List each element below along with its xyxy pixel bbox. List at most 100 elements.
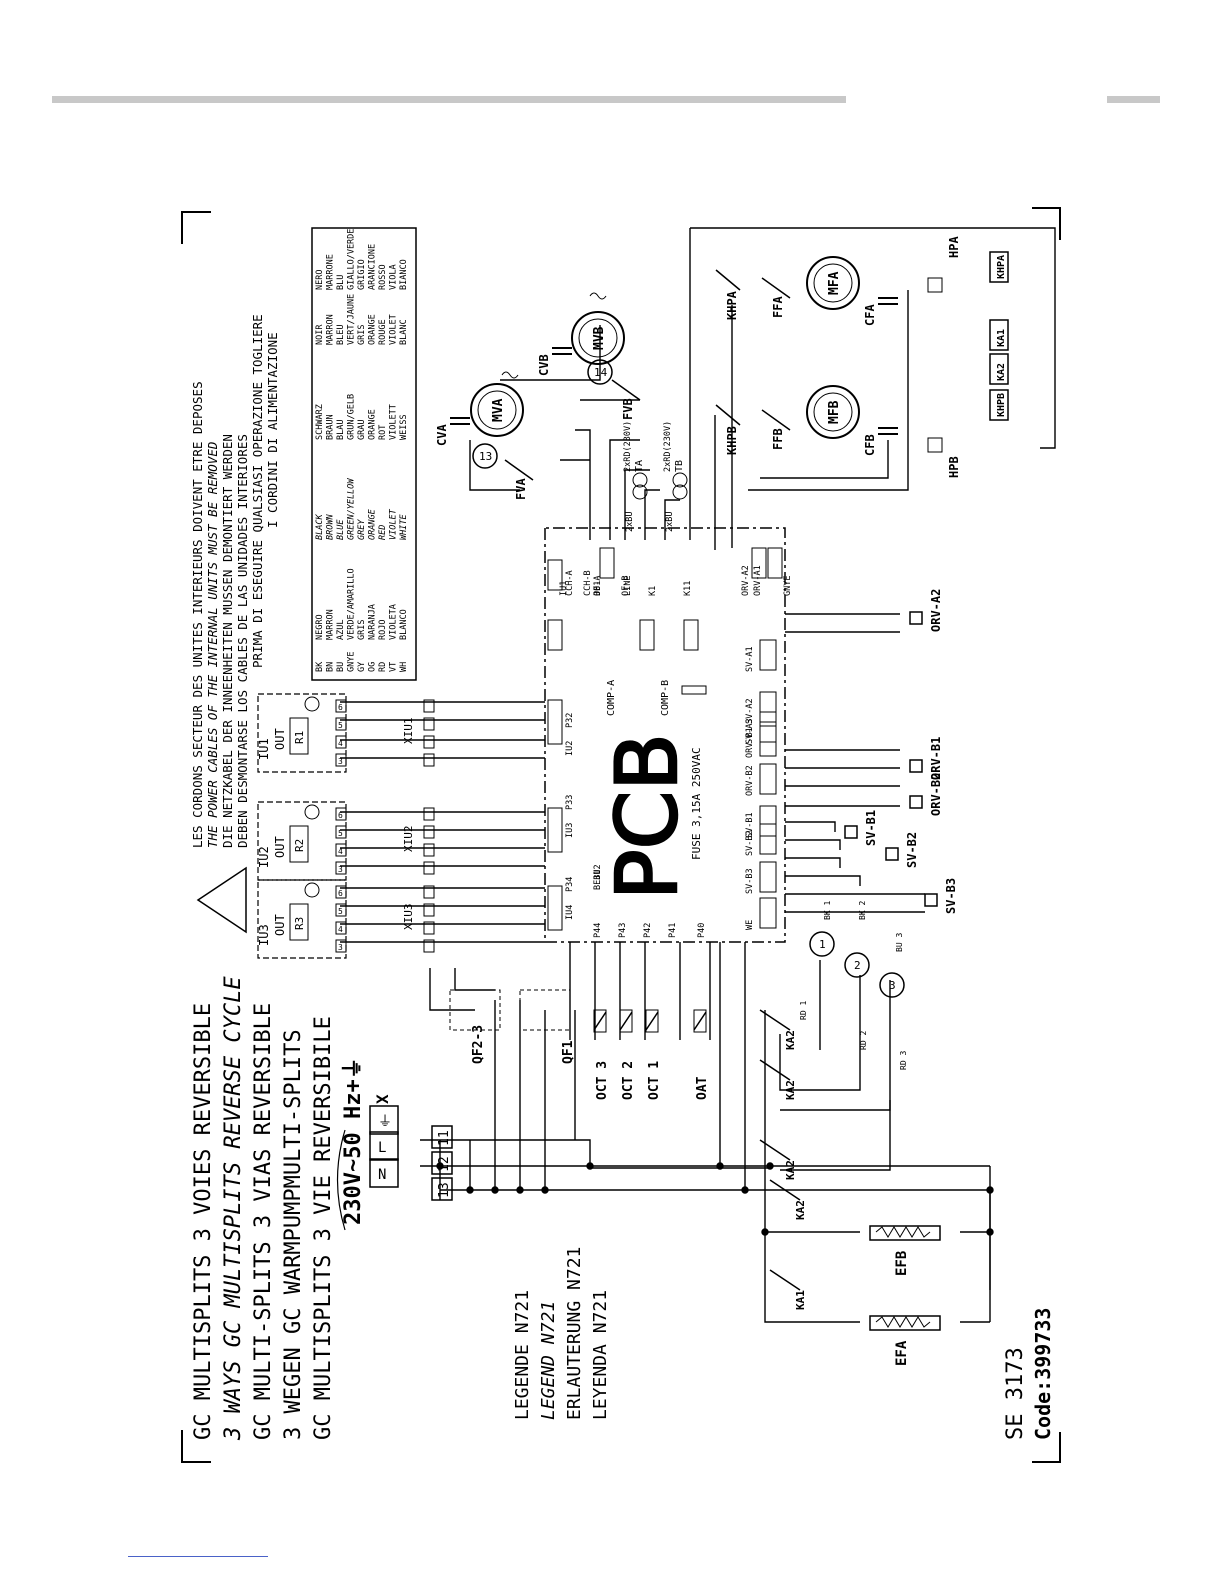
comp-a-label: COMP-A [606, 680, 617, 716]
wire-57 [779, 975, 861, 1091]
indoor-terminal-num-3-0: 6 [338, 889, 343, 898]
resistor-2 [289, 825, 309, 863]
color-table-english-1: BROWN [326, 514, 336, 540]
numbered-circle-1 [844, 952, 870, 978]
numbered-circle-0 [809, 931, 835, 957]
color-table-spanish-0: NEGRO [315, 614, 325, 640]
breaker-box-1 [519, 989, 571, 1031]
indoor-unit-label-2: IU2 [257, 846, 271, 868]
wire-10 [454, 968, 495, 991]
probe-label-2: OCT 1 [647, 1061, 662, 1100]
flow-switch-contact-0 [504, 459, 534, 481]
indoor-terminal-3-1 [335, 903, 347, 917]
comp-b-label: COMP-B [660, 680, 671, 716]
indoor-terminal-num-2-1: 5 [338, 829, 343, 838]
mvb-rotor [578, 318, 618, 358]
warning-line-es: DEBEN DESMONTARSE LOS CABLES DE LAS UNID… [235, 434, 250, 848]
indoor-terminal-num-3-3: 3 [338, 943, 343, 952]
resistor-label-2: R2 [293, 839, 306, 852]
title-block: GC MULTISPLITS 3 VOIES REVERSIBLE 3 WAYS… [191, 976, 366, 1441]
probe-thermistor-2 [645, 1011, 659, 1031]
indoor-terminal-2-0 [335, 807, 347, 821]
capacitor-label-0: CVA [435, 424, 449, 446]
valve-coil-3 [844, 825, 858, 839]
capacitor-label-1: CVB [537, 354, 551, 376]
indoor-conn-pin-3-1 [423, 903, 435, 917]
flow-switch-label-3: FFB [771, 428, 785, 450]
frame-corners [181, 207, 1061, 1463]
indoor-terminal-2-2 [335, 843, 347, 857]
pcb-fuse-label: FUSE 3,15A 250VAC [690, 747, 703, 860]
mva-label: MVA [491, 398, 506, 422]
pcb-conn-left-2: IU3 [565, 823, 575, 838]
mva-fan-icon [470, 383, 524, 437]
junction-dot-11 [761, 1228, 769, 1236]
pressure-switch-label-0: HPA [947, 236, 961, 258]
warning-block: LES CORDONS SECTEUR DES UNITES INTERIEUR… [190, 314, 280, 934]
wire-23 [690, 227, 1056, 449]
title-line-de: 3 WEGEN GC WARMPUMPMULTI-SPLITS [281, 1029, 306, 1440]
warning-triangle-icon [196, 866, 247, 934]
transformer-output-0: 2xBU [625, 512, 635, 532]
aux-terminal-label-1: 12 [437, 1156, 452, 1172]
pcb-conn-left-3: P33 [565, 795, 575, 810]
title-line-it: GC MULTISPLITS 3 VIE REVERSIBILE [311, 1016, 336, 1440]
junction-dot-7 [741, 1186, 749, 1194]
pcb-conn-right-2: SV-A3 [745, 718, 755, 744]
wire-37 [785, 857, 841, 868]
relay-contact-1 [715, 404, 741, 426]
wires [340, 227, 1056, 1323]
numbered-circle-4 [587, 359, 613, 385]
wire-0 [420, 1139, 770, 1169]
indoor-terminal-num-1-0: 6 [338, 703, 343, 712]
pcb-fuse-icon [681, 685, 707, 695]
color-table-spanish-3: VERDE/AMARILLO [347, 568, 357, 640]
wire-65 [664, 499, 680, 540]
indoor-terminal-num-1-3: 3 [338, 757, 343, 766]
numbered-circle-2 [879, 972, 905, 998]
pcb-conn-top-10: ORV-A1 [753, 565, 763, 596]
color-table-italian-1: MARRONE [326, 254, 336, 290]
probe-body-3 [693, 1009, 707, 1033]
indoor-unit-1 [257, 693, 347, 773]
color-table-german-7: VIOLETT [389, 404, 399, 440]
color-table-spanish-5: NARANJA [368, 604, 378, 640]
footer-link-underline[interactable] [128, 1556, 268, 1557]
transformer-rating-1: 2xRD(230V) [663, 421, 673, 472]
breaker-box-0 [449, 989, 501, 1031]
main-terminal-label-1: L [378, 1140, 386, 1156]
warning-line-it-1: PRIMA DI ESEGUIRE QUALSIASI OPERAZIONE T… [250, 314, 265, 668]
pcb-conn-right-7: SV-B3 [745, 868, 755, 894]
indoor-connector-label-3: XIU3 [402, 904, 415, 931]
color-table-codes-7: VT [389, 662, 399, 672]
pcb-header-top-0 [547, 619, 563, 651]
transformer-rating-0: 2xRD(230V) [623, 421, 633, 472]
pcb-conn-top-8: CCH-B [583, 570, 593, 596]
ka-contact-label-2: KA2 [784, 1030, 797, 1050]
junction-dot-2 [491, 1186, 499, 1194]
color-table-english-6: RED [378, 525, 388, 540]
wire-59 [780, 1100, 891, 1171]
indoor-connector-label-1: XIU1 [402, 718, 415, 745]
color-table-french-6: ROUGE [378, 319, 388, 345]
pcb-probe-conn-3: P41 [668, 923, 678, 938]
probe-thermistor-0 [593, 1011, 607, 1031]
pcb-header-right-7 [759, 861, 777, 893]
pcb-conn-left-1: P32 [565, 713, 575, 728]
transformer-coil-a-1 [672, 472, 688, 488]
indoor-terminal-1-3 [335, 753, 347, 767]
terminal-brace-icon [336, 1129, 346, 1231]
flow-switch-contact-3 [761, 409, 791, 431]
pcb-header-left-0 [547, 699, 563, 745]
legend-line-en: LEGEND N721 [538, 1301, 559, 1420]
color-table-french-7: VIOLET [389, 314, 399, 345]
pcb-header-top-3 [639, 619, 655, 651]
transformer-label-0: TA [634, 460, 645, 472]
color-table-codes-4: GY [357, 662, 367, 672]
color-table-french-3: VERT/JAUNE [347, 294, 357, 345]
pcb-conn-top-4: K11 [683, 581, 693, 596]
indoor-terminal-num-3-2: 4 [338, 925, 343, 934]
pcb-conn-top-11: ORV-A2 [741, 565, 751, 596]
valve-label-3: SV-B1 [864, 810, 878, 846]
